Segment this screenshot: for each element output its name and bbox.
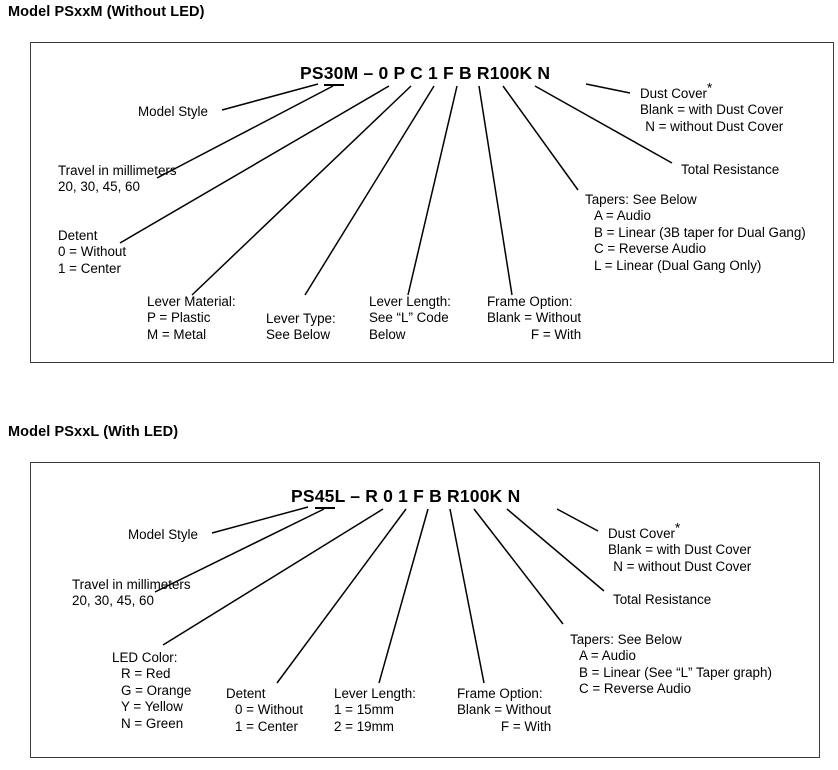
callout-taper-2-a: A = Audio (579, 648, 636, 664)
part-number-field-lever-length: 1 (428, 63, 438, 83)
part-number-field-taper: B (458, 63, 472, 83)
part-number-dash: – (363, 63, 374, 83)
part-number-field-frame-option: F (443, 63, 454, 83)
callout-model-style-2-label: Model Style (128, 527, 198, 542)
callout-led-yellow: Y = Yellow (121, 699, 183, 715)
callout-lever-length-title: Lever Length: (369, 294, 451, 309)
callout-lever-length-2-title: Lever Length: (334, 686, 416, 701)
part-number-2-field-lever-length: 1 (398, 486, 409, 506)
callout-lever-length-2: Lever Length: 1 = 15mm 2 = 19mm (334, 686, 416, 735)
callout-frame-option-2-f: F = With (500, 718, 552, 734)
part-number-2-prefix: PS (291, 486, 315, 506)
callout-total-resistance-2: Total Resistance (613, 592, 711, 608)
panel-1-part-number: PS30M – 0 P C 1 F B R100K N (300, 63, 551, 86)
part-number-2-field-led-color: R (365, 486, 379, 506)
panel-2-title: Model PSxxL (With LED) (8, 424, 179, 440)
callout-taper-2-b: B = Linear (See “L” Taper graph) (579, 664, 772, 680)
part-number-prefix: PS (300, 63, 324, 83)
callout-frame-option-1: Frame Option: Blank = Without F = With (487, 294, 581, 343)
callout-dust-cover-2-blank: Blank = with Dust Cover (608, 542, 752, 558)
dust-cover-2-footnote-asterisk: * (674, 520, 681, 536)
callout-frame-option-title: Frame Option: (487, 294, 573, 309)
dust-cover-footnote-asterisk: * (706, 80, 713, 96)
callout-detent-2: Detent 0 = Without 1 = Center (226, 686, 303, 735)
callout-lever-type: Lever Type: See Below (266, 311, 336, 344)
part-number-field-lever-type: C (410, 63, 423, 83)
part-number-field-resistance: R100K (476, 63, 533, 83)
callout-lever-material-title: Lever Material: (147, 294, 236, 309)
part-number-2-field-dust-cover: N (507, 486, 521, 506)
callout-dust-cover-2-n: N = without Dust Cover (613, 558, 752, 574)
callout-dust-cover-2: Dust Cover* Blank = with Dust Cover N = … (608, 521, 752, 575)
callout-led-orange: G = Orange (121, 682, 192, 698)
part-number-travel-code: 30 (323, 63, 344, 86)
part-number-model-suffix: M (343, 63, 359, 83)
callout-travel-values: 20, 30, 45, 60 (58, 179, 140, 195)
callout-lever-length-1: Lever Length: See “L” Code Below (369, 294, 451, 343)
callout-lever-type-title: Lever Type: (266, 311, 336, 326)
callout-detent-2-1: 1 = Center (235, 718, 298, 734)
callout-tapers-1: Tapers: See Below A = Audio B = Linear (… (585, 192, 806, 274)
callout-detent-2-title: Detent (226, 686, 266, 701)
callout-led-color: LED Color: R = Red G = Orange Y = Yellow… (112, 650, 191, 732)
callout-detent-1: Detent 0 = Without 1 = Center (58, 228, 126, 277)
callout-taper-b: B = Linear (3B taper for Dual Gang) (594, 224, 806, 240)
callout-lever-material-plastic: P = Plastic (147, 310, 211, 326)
callout-total-resistance-label: Total Resistance (681, 162, 780, 177)
part-number-2-field-detent: 0 (383, 486, 394, 506)
callout-taper-a: A = Audio (594, 208, 651, 224)
callout-dust-cover-blank: Blank = with Dust Cover (640, 102, 784, 118)
callout-lever-type-value: See Below (266, 327, 331, 343)
callout-total-resistance-1: Total Resistance (681, 162, 779, 178)
part-number-field-lever-material: P (393, 63, 406, 83)
callout-frame-option-2: Frame Option: Blank = Without F = With (457, 686, 551, 735)
panel-2-part-number: PS45L – R 0 1 F B R100K N (291, 486, 521, 509)
callout-tapers-title: Tapers: See Below (585, 192, 697, 207)
callout-model-style-2: Model Style (128, 527, 198, 543)
callout-led-green: N = Green (121, 715, 184, 731)
callout-lever-length-line2: Below (369, 326, 406, 342)
callout-frame-option-2-title: Frame Option: (457, 686, 543, 701)
callout-lever-material: Lever Material: P = Plastic M = Metal (147, 294, 236, 343)
callout-frame-option-blank: Blank = Without (487, 310, 582, 326)
part-number-field-dust-cover: N (537, 63, 551, 83)
panel-1-title: Model PSxxM (Without LED) (8, 4, 205, 20)
callout-dust-cover-1: Dust Cover* Blank = with Dust Cover N = … (640, 81, 784, 135)
part-number-2-dash: – (350, 486, 361, 506)
part-number-2-field-taper: B (429, 486, 442, 506)
callout-dust-cover-title: Dust Cover (640, 86, 707, 101)
callout-lever-length-15mm: 1 = 15mm (334, 702, 394, 718)
callout-detent-title: Detent (58, 228, 98, 243)
callout-model-style-label: Model Style (138, 104, 208, 119)
callout-taper-c: C = Reverse Audio (594, 241, 707, 257)
callout-detent-0: 0 = Without (58, 244, 127, 260)
callout-taper-2-c: C = Reverse Audio (579, 681, 692, 697)
callout-travel-2: Travel in millimeters 20, 30, 45, 60 (72, 577, 191, 610)
callout-frame-option-2-blank: Blank = Without (457, 702, 552, 718)
callout-model-style-1: Model Style (138, 104, 208, 120)
callout-travel-2-title: Travel in millimeters (72, 577, 191, 592)
callout-lever-length-line1: See “L” Code (369, 310, 449, 326)
callout-detent-2-0: 0 = Without (235, 702, 304, 718)
callout-detent-1-center: 1 = Center (58, 260, 121, 276)
part-number-2-model-suffix: L (334, 486, 346, 506)
callout-travel-1: Travel in millimeters 20, 30, 45, 60 (58, 163, 177, 196)
callout-travel-2-values: 20, 30, 45, 60 (72, 593, 154, 609)
callout-lever-length-19mm: 2 = 19mm (334, 718, 394, 734)
callout-frame-option-f: F = With (530, 326, 582, 342)
callout-led-red: R = Red (121, 666, 171, 682)
callout-total-resistance-2-label: Total Resistance (613, 592, 712, 607)
callout-tapers-2-title: Tapers: See Below (570, 632, 682, 647)
part-number-2-field-frame-option: F (413, 486, 425, 506)
callout-taper-l: L = Linear (Dual Gang Only) (594, 257, 762, 273)
callout-tapers-2: Tapers: See Below A = Audio B = Linear (… (570, 632, 772, 698)
callout-led-color-title: LED Color: (112, 650, 178, 665)
part-number-2-field-resistance: R100K (447, 486, 503, 506)
callout-dust-cover-2-title: Dust Cover (608, 526, 675, 541)
callout-travel-title: Travel in millimeters (58, 163, 177, 178)
part-number-2-travel-code: 45 (314, 486, 335, 509)
callout-lever-material-metal: M = Metal (147, 326, 207, 342)
part-number-field-detent: 0 (378, 63, 389, 83)
callout-dust-cover-n: N = without Dust Cover (645, 118, 784, 134)
